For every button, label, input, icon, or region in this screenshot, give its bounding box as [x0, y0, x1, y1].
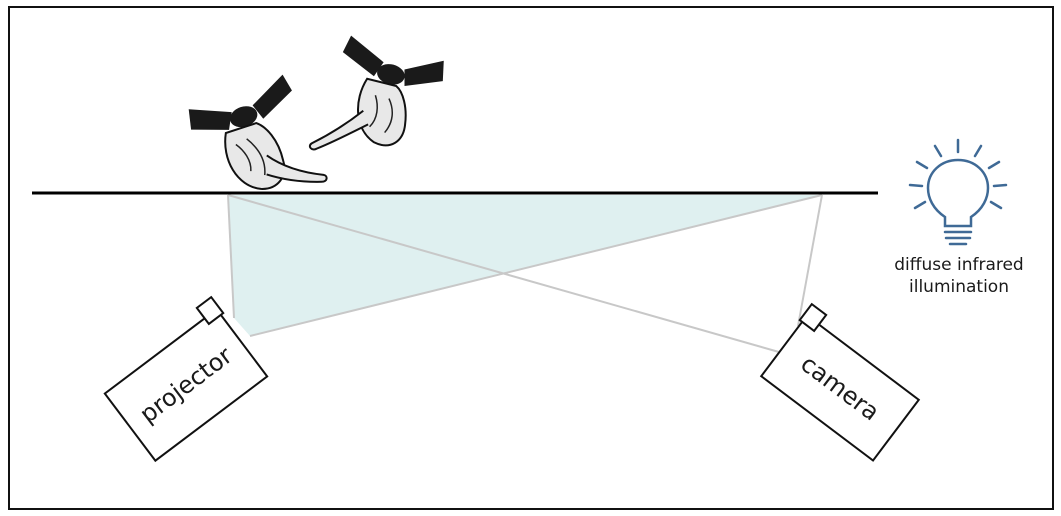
illumination-label-line1: diffuse infrared — [894, 255, 1024, 275]
illumination-label-line2: illumination — [909, 277, 1009, 297]
illumination-label: diffuse infrared illumination — [874, 254, 1044, 298]
camera-ray-left — [227, 194, 787, 355]
projection-cone — [228, 195, 822, 336]
projection-ray-right — [249, 194, 823, 337]
projection-ray-left — [227, 194, 235, 319]
pointing-hands-icon — [188, 35, 444, 190]
camera-ray-right — [797, 194, 823, 327]
camera-device: camera — [759, 302, 921, 462]
light-bulb-icon — [908, 138, 1008, 246]
